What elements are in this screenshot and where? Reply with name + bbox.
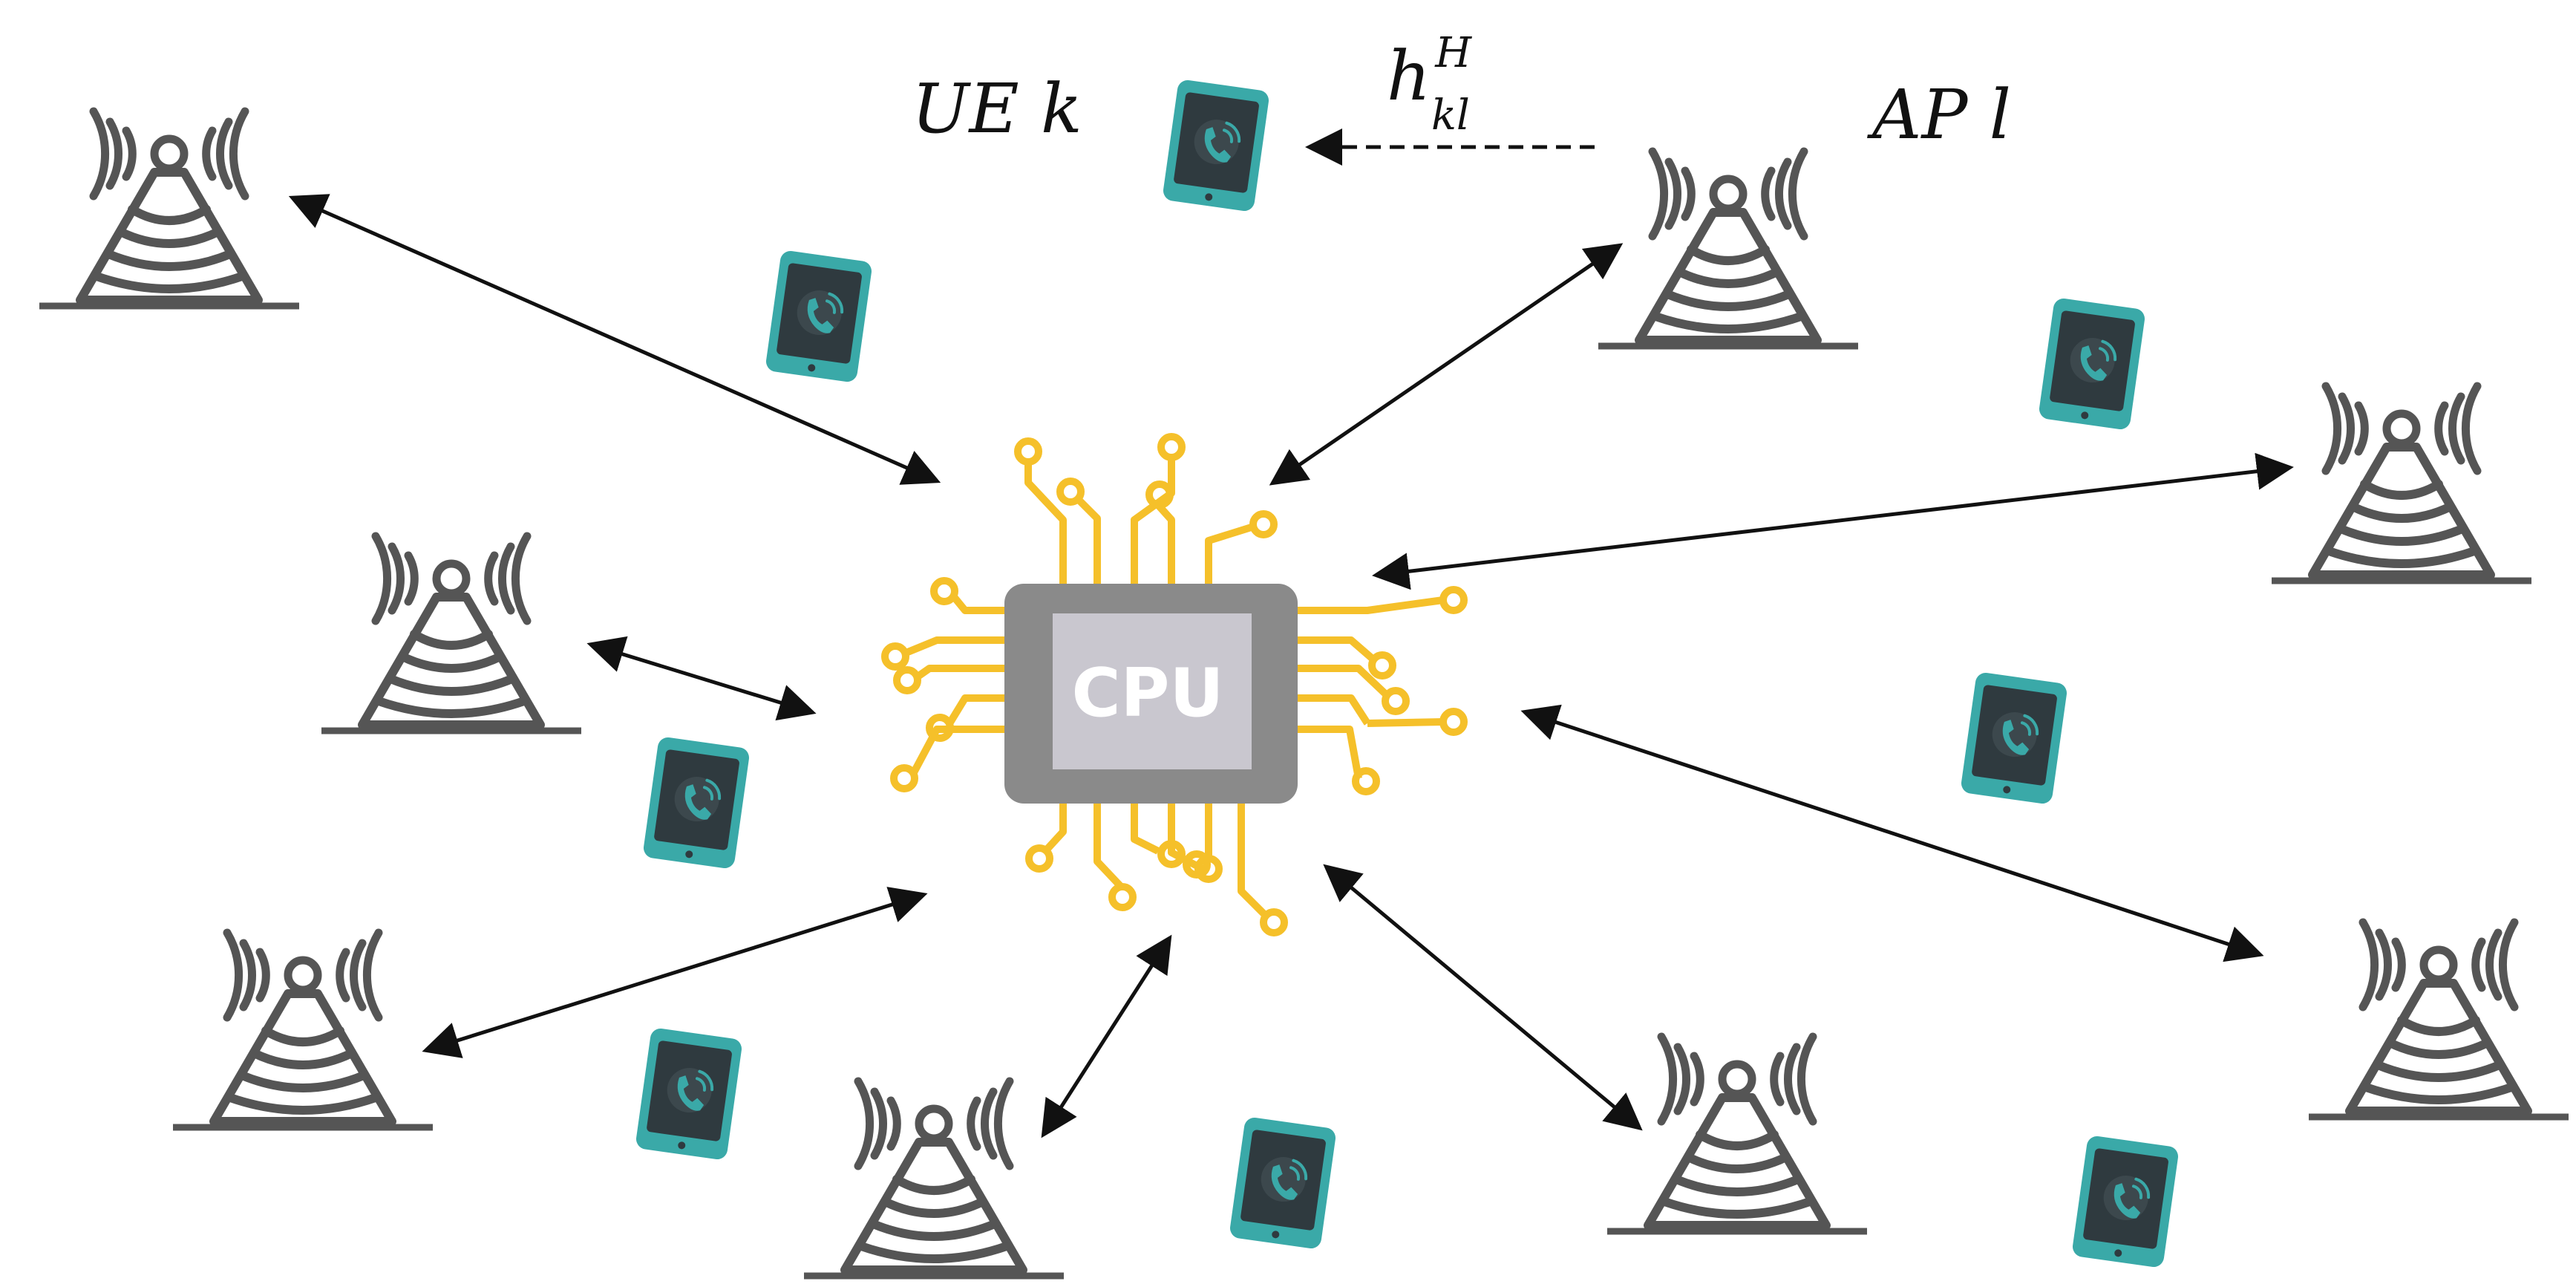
smartphone-call-icon (2036, 296, 2148, 432)
ue-label: UE k (912, 69, 1082, 149)
channel-superscript: H (1434, 29, 1472, 77)
smartphone-call-icon (1227, 1115, 1338, 1251)
cpu-die (1053, 613, 1252, 769)
fronthaul-arrow (422, 887, 928, 1058)
fronthaul-arrow (1372, 452, 2294, 590)
radio-tower-icon (2309, 922, 2569, 1117)
radio-tower-icon (321, 536, 581, 731)
smartphone-call-icon (1958, 670, 2070, 807)
ap-label: AP l (1866, 75, 2011, 154)
radio-tower-icon (1607, 1037, 1867, 1231)
fronthaul-arrow (586, 636, 817, 721)
smartphone-call-icon (641, 734, 752, 871)
radio-tower-icon (173, 933, 433, 1127)
cpu-chip-icon: CPU (881, 433, 1468, 936)
fronthaul-arrow (288, 194, 941, 485)
channel-subscript: kl (1431, 91, 1470, 140)
radio-tower-icon (39, 111, 299, 306)
smartphone-call-icon (633, 1026, 745, 1162)
fronthaul-arrow (1041, 934, 1172, 1138)
radio-tower-icon (1598, 151, 1858, 346)
smartphone-call-icon (763, 248, 875, 385)
access-points (39, 111, 2569, 1276)
channel-base: h (1387, 36, 1431, 116)
radio-tower-icon (2272, 386, 2531, 581)
radio-tower-icon (804, 1081, 1064, 1276)
fronthaul-arrow (1323, 864, 1643, 1131)
fronthaul-arrow (1520, 704, 2264, 962)
fronthaul-links (288, 128, 2294, 1138)
cpu-label: CPU (1071, 654, 1223, 732)
smartphone-call-icon (2070, 1133, 2181, 1270)
smartphone-call-icon (1160, 77, 1272, 214)
fronthaul-arrow (1269, 243, 1624, 486)
